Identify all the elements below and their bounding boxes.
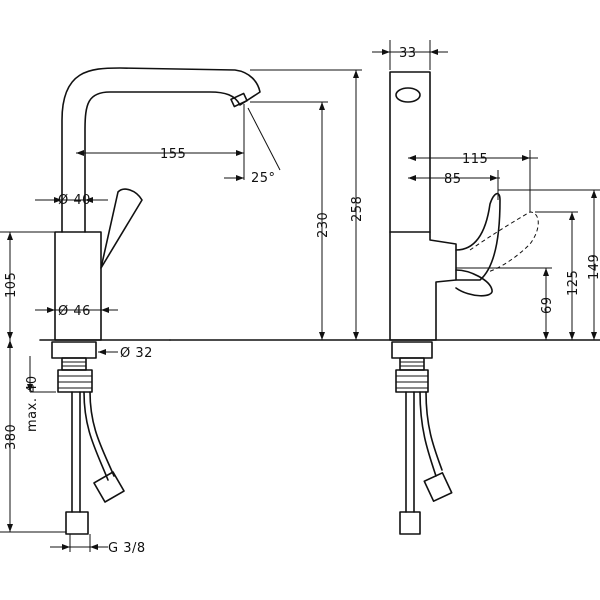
dim-body-diameter: Ø 40 [58,193,91,208]
dim-side-spout-width: 33 [399,46,417,61]
dim-spout-reach: 155 [160,147,186,162]
side-column [389,71,457,341]
dim-total-height: 258 [350,196,365,222]
dim-body-height: 105 [4,272,19,298]
side-lever [455,192,501,281]
side-aerator [395,87,421,103]
dim-thread: G 3/8 [108,541,146,556]
spout-outline [61,67,261,233]
dim-lever-top-height: 149 [587,254,600,280]
hose-right [83,391,109,481]
hose-nut-right [93,471,125,503]
front-lever [100,188,143,269]
dim-spout-height: 230 [316,212,331,238]
dim-lever-reach-short: 85 [444,172,462,187]
side-hose-nut-left [399,511,421,535]
hose-nut-left [65,511,89,535]
threaded-tail [51,341,97,393]
side-lever-dashed [469,211,539,273]
side-view: 33 115 85 69 125 149 [169,40,600,535]
hose-right-2 [89,391,115,477]
dim-max-thickness: max. 40 [25,375,40,432]
aerator [230,92,248,108]
front-view: 155 25° Ø 40 Ø 46 Ø 32 105 max. 40 [0,67,365,556]
front-body [54,231,102,341]
dim-base-diameter: Ø 46 [58,304,91,319]
side-threaded-tail [391,341,433,393]
dim-lever-base-height: 69 [540,296,555,314]
dim-hose-length: 380 [4,424,19,450]
dim-spout-angle: 25° [251,171,276,186]
dim-tail-diameter: Ø 32 [120,346,153,361]
dim-lever-reach-long: 115 [462,152,488,167]
side-lever-base [455,269,493,297]
side-hose-nut-right [423,472,453,502]
dim-lever-mid-height: 125 [566,270,581,296]
